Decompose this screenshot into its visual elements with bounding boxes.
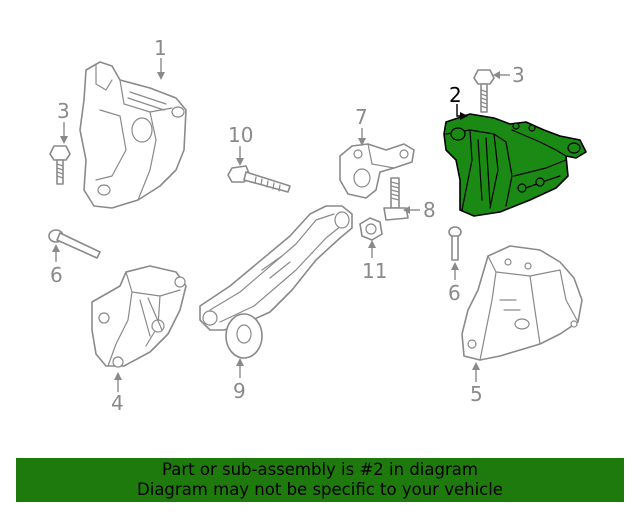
callout-6-right: 6 (448, 281, 461, 305)
part-5-bracket[interactable] (461, 245, 583, 361)
part-2-mount-highlighted[interactable] (443, 113, 587, 217)
part-10-bolt[interactable] (227, 165, 291, 193)
banner-line-part-number: Part or sub-assembly is #2 in diagram (162, 460, 478, 479)
part-1-engine-mount[interactable] (79, 61, 187, 209)
callout-8: 8 (423, 198, 436, 222)
info-banner: Part or sub-assembly is #2 in diagram Di… (16, 458, 624, 502)
callout-7: 7 (355, 105, 368, 129)
callout-3-right: 3 (512, 63, 525, 87)
callout-2: 2 (449, 83, 462, 107)
callout-4: 4 (111, 391, 124, 415)
leader-5 (472, 362, 480, 382)
banner-line-disclaimer: Diagram may not be specific to your vehi… (137, 480, 503, 499)
part-7-small-mount[interactable] (339, 143, 415, 199)
leader-1 (157, 58, 165, 80)
part-9-torque-rod[interactable] (199, 205, 353, 359)
part-6-pin-left[interactable] (48, 229, 101, 259)
callout-6-left: 6 (50, 263, 63, 287)
leader-6-left (52, 244, 60, 262)
leader-4 (114, 372, 122, 392)
callout-5: 5 (470, 382, 483, 406)
part-3-bolt-left[interactable] (49, 145, 71, 185)
leader-11 (368, 240, 376, 258)
leader-7 (358, 128, 366, 146)
callout-3-left: 3 (57, 99, 70, 123)
part-11-nut[interactable] (359, 217, 383, 241)
leader-8 (403, 206, 420, 214)
callout-9: 9 (233, 379, 246, 403)
parts-diagram: 1 2 3 3 4 5 6 6 7 8 9 10 11 (48, 36, 587, 415)
part-6-pin-right[interactable] (448, 226, 462, 261)
leader-3-right (493, 71, 510, 79)
part-8-bolt[interactable] (383, 177, 409, 221)
leader-10 (236, 146, 244, 166)
callout-11: 11 (362, 259, 387, 283)
callout-1: 1 (154, 36, 167, 60)
part-3-bolt-right[interactable] (473, 69, 495, 113)
part-4-bracket[interactable] (91, 265, 187, 368)
callout-10: 10 (228, 123, 253, 147)
leader-2 (456, 104, 468, 120)
leader-3-left (60, 122, 68, 144)
leader-9 (236, 358, 244, 378)
leader-6-right (451, 262, 459, 280)
